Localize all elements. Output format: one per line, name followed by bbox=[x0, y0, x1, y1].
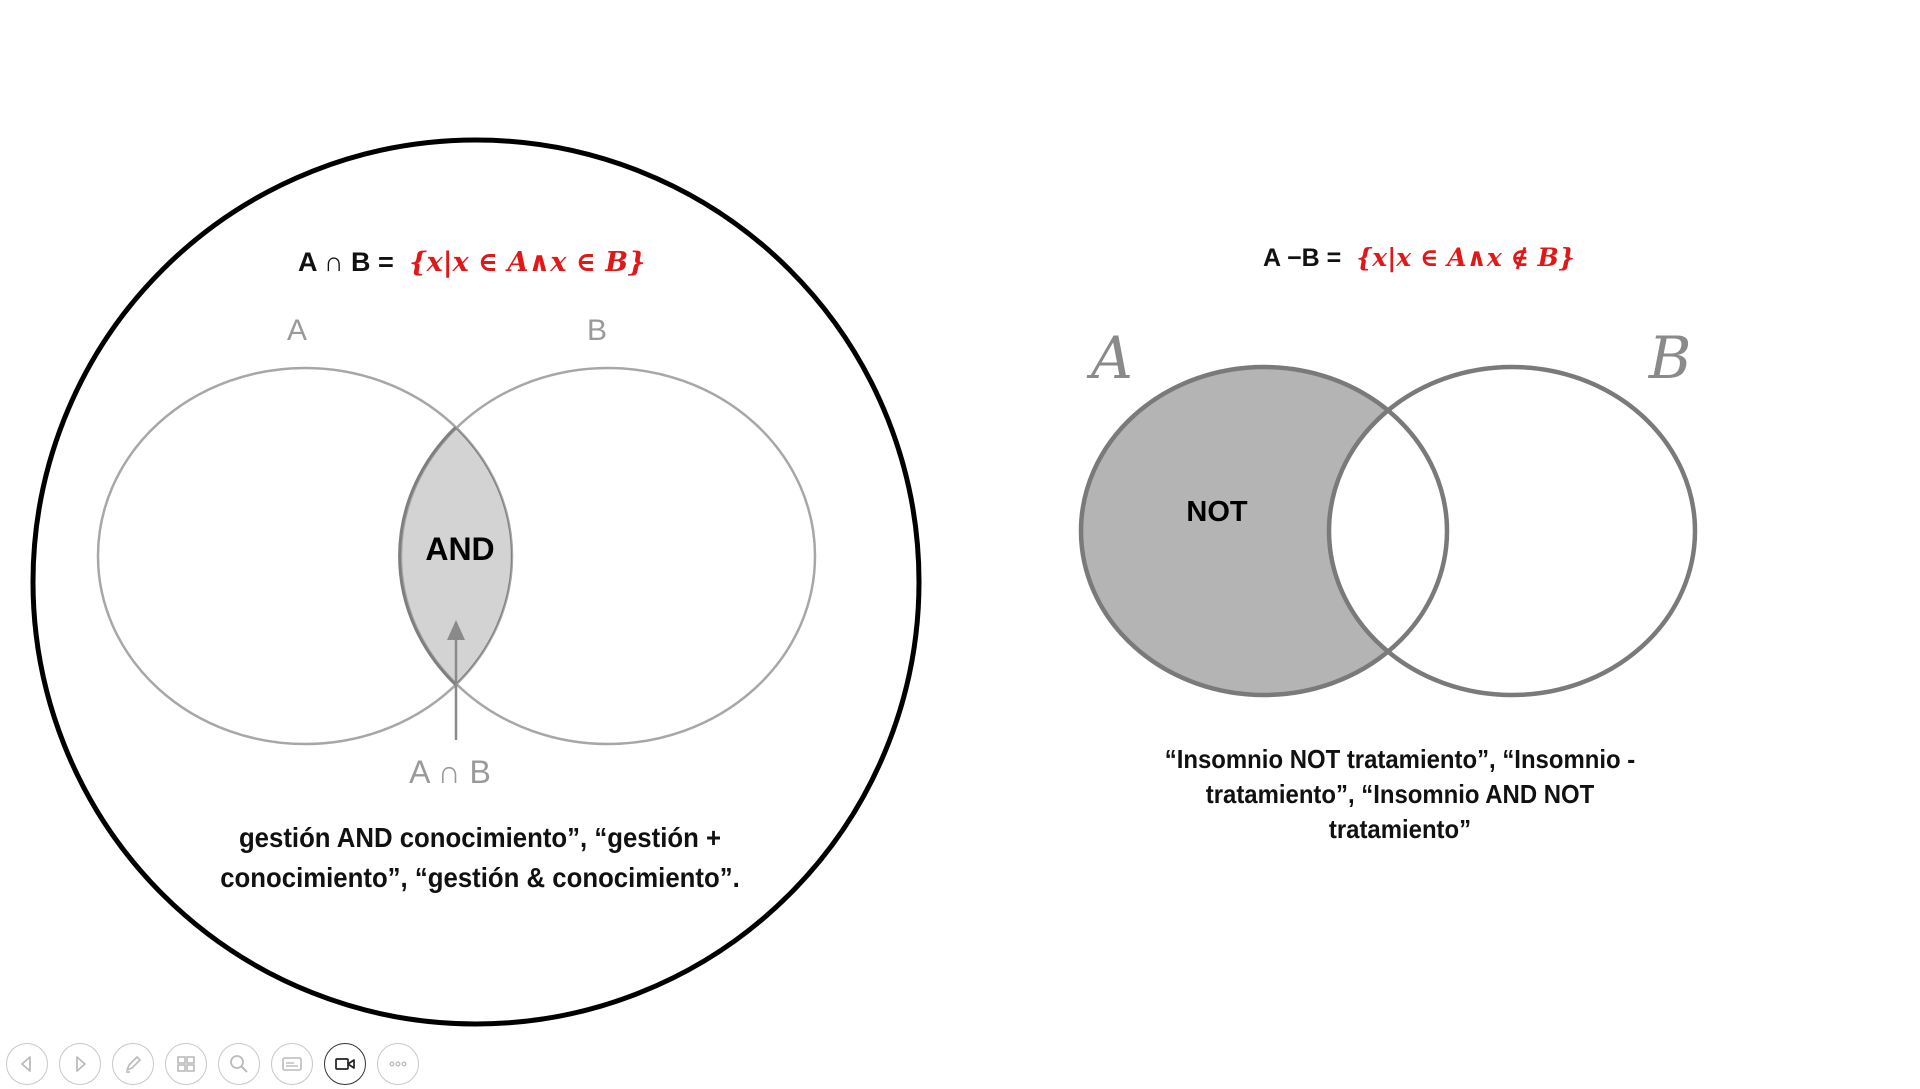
camera-icon bbox=[335, 1058, 355, 1070]
pen-icon bbox=[126, 1056, 141, 1073]
pointer-label: A ∩ B bbox=[409, 754, 491, 790]
subtitles-button[interactable] bbox=[271, 1043, 313, 1085]
more-options-button[interactable] bbox=[377, 1043, 419, 1085]
set-a-circle bbox=[1078, 364, 1450, 698]
caption-line: tratamiento” bbox=[1328, 814, 1472, 844]
caption-line: “Insomnio NOT tratamiento”, “Insomnio - bbox=[1164, 744, 1636, 774]
difference-formula: A −B = {x|x ∈ A∧x ∉ B} bbox=[1263, 243, 1575, 272]
set-b-circle bbox=[1326, 364, 1698, 698]
caption-line: conocimiento”, “gestión & conocimiento”. bbox=[220, 862, 740, 893]
intersection-formula-lhs: A ∩ B = bbox=[298, 247, 394, 277]
difference-formula-rhs: {x|x ∈ A∧x ∉ B} bbox=[1356, 243, 1575, 272]
subtitles-icon bbox=[282, 1057, 302, 1071]
set-b-label: B bbox=[587, 314, 607, 347]
previous-slide-button[interactable] bbox=[6, 1043, 48, 1085]
caption-line: tratamiento”, “Insomnio AND NOT bbox=[1205, 779, 1595, 809]
set-b-label: B bbox=[1648, 324, 1692, 392]
presentation-toolbar bbox=[6, 1043, 419, 1089]
intersection-formula-rhs: {x|x ∈ A∧x ∈ B} bbox=[409, 247, 645, 278]
pen-button[interactable] bbox=[112, 1043, 154, 1085]
next-icon bbox=[76, 1056, 86, 1072]
intersection-caption: gestión AND conocimiento”, “gestión + co… bbox=[195, 818, 765, 898]
zoom-button[interactable] bbox=[218, 1043, 260, 1085]
not-label: NOT bbox=[1186, 496, 1248, 528]
see-all-slides-button[interactable] bbox=[165, 1043, 207, 1085]
intersection-formula: A ∩ B = {x|x ∈ A∧x ∈ B} bbox=[298, 247, 645, 278]
difference-formula-lhs: A −B = bbox=[1263, 244, 1341, 272]
pointer-arrowhead bbox=[447, 620, 465, 640]
next-slide-button[interactable] bbox=[59, 1043, 101, 1085]
set-a-label: A bbox=[287, 314, 307, 347]
set-a-label: A bbox=[1086, 324, 1133, 392]
zoom-icon bbox=[230, 1055, 248, 1073]
previous-icon bbox=[21, 1056, 31, 1072]
difference-caption: “Insomnio NOT tratamiento”, “Insomnio - … bbox=[1161, 742, 1639, 847]
slides-grid-icon bbox=[177, 1056, 195, 1072]
difference-diagram: A −B = {x|x ∈ A∧x ∉ B} A B NOT bbox=[1078, 243, 1698, 698]
more-options-icon bbox=[389, 1061, 407, 1067]
frame-circle bbox=[30, 137, 922, 1027]
and-label: AND bbox=[425, 531, 494, 567]
camera-button[interactable] bbox=[324, 1043, 366, 1085]
caption-line: gestión AND conocimiento”, “gestión + bbox=[238, 822, 722, 853]
